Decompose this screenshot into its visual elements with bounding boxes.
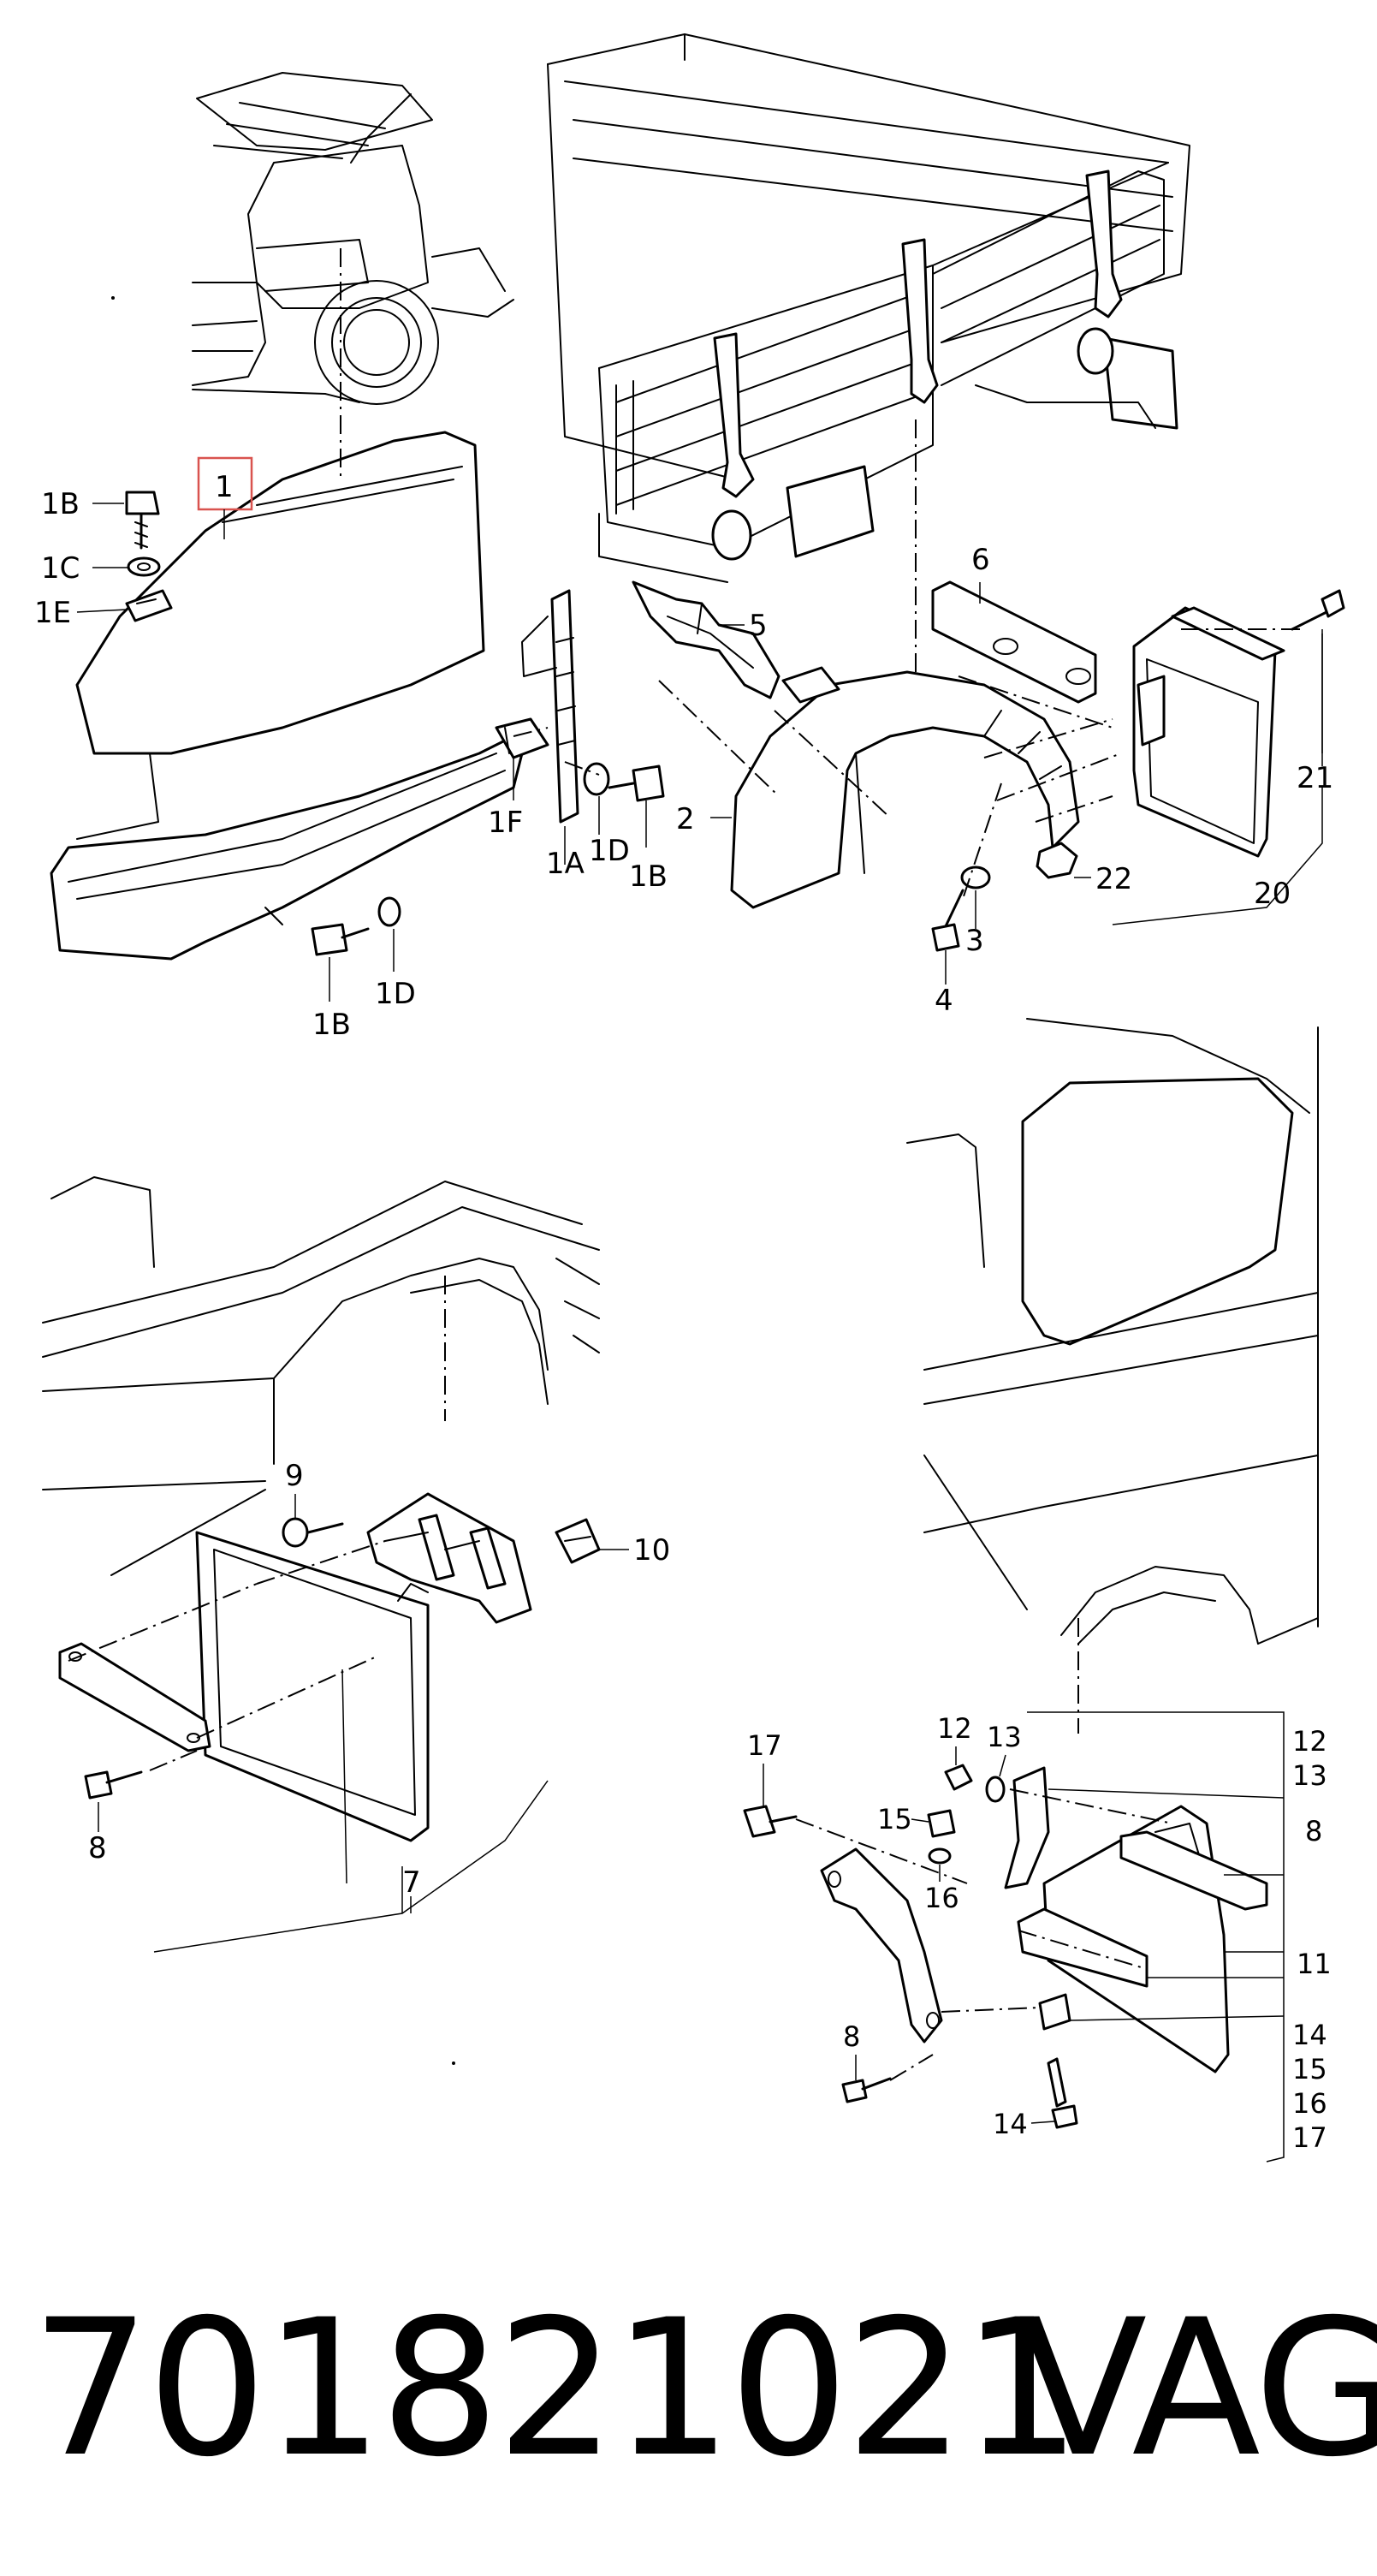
washer-1D-lower [377, 896, 401, 927]
washer-13 [985, 1776, 1006, 1803]
clip-10 [555, 1518, 601, 1564]
front-panel-part-1 [50, 431, 524, 961]
washer-1C [127, 556, 161, 577]
callout-10: 10 [633, 1533, 670, 1568]
bolt-1B-bottom [311, 923, 370, 956]
bolt-1B-top [125, 491, 160, 550]
callout-9: 9 [285, 1459, 304, 1493]
callout-14-right: 14 [1292, 2019, 1327, 2051]
bolt-4 [931, 889, 964, 952]
screw-9 [282, 1517, 344, 1548]
bolt-21 [1291, 589, 1345, 631]
part-number: 701821021 [31, 2279, 1082, 2498]
bolt-8-left [84, 1770, 143, 1800]
callout-17-left: 17 [747, 1729, 782, 1762]
panel-6 [931, 580, 1097, 704]
mud-flap-20 [1132, 606, 1285, 858]
clip-1E [125, 589, 173, 622]
callout-1B-top: 1B [41, 487, 80, 521]
bolt-1B-right [608, 764, 665, 802]
part-15 [927, 1809, 956, 1838]
callout-1F: 1F [488, 806, 523, 840]
brand-label: VAG [1018, 2279, 1377, 2498]
wheel-arch-2 [730, 666, 1080, 909]
bracket-5 [632, 580, 780, 699]
bolt-8-right [841, 2077, 892, 2103]
nut-22 [1036, 842, 1078, 879]
left-rear-body [42, 1176, 600, 1576]
bracket-17 [820, 1847, 943, 2044]
callout-16-right: 16 [1292, 2087, 1327, 2120]
part-1-highlight [197, 456, 253, 511]
bracket-13-right [1004, 1766, 1050, 1889]
callout-21: 21 [1297, 761, 1333, 795]
callout-15-left: 15 [877, 1803, 912, 1835]
callout-3: 3 [965, 924, 984, 958]
callout-2: 2 [676, 802, 695, 836]
callout-1B-bottom: 1B [312, 1008, 351, 1042]
clip-14 [1038, 1993, 1071, 2031]
callout-8-left: 8 [88, 1831, 107, 1865]
callout-8-right: 8 [843, 2020, 860, 2053]
part-16 [928, 1847, 952, 1865]
plate-right [1017, 1907, 1148, 1988]
front-vehicle-outline [192, 72, 514, 405]
callout-1E: 1E [34, 596, 71, 630]
callout-1: 1 [215, 470, 234, 504]
nut-12 [944, 1764, 973, 1791]
callout-17-right: 17 [1292, 2121, 1327, 2154]
callout-22: 22 [1095, 862, 1132, 896]
callout-6: 6 [971, 543, 990, 577]
strip-8-right [1119, 1830, 1268, 1911]
washer-1D-upper [583, 762, 610, 796]
callout-15-right: 15 [1292, 2053, 1327, 2085]
pickup-bed-outline [547, 33, 1190, 583]
callout-16-left: 16 [924, 1882, 959, 1914]
callout-4: 4 [935, 984, 953, 1018]
callout-12-left: 12 [937, 1712, 972, 1745]
callout-7: 7 [402, 1865, 421, 1900]
callout-11-right: 11 [1297, 1948, 1332, 1980]
mudflap-bracket-upper [366, 1492, 532, 1624]
callout-1D-upper: 1D [589, 834, 630, 868]
leader-lines [76, 503, 1323, 2124]
callout-13-right: 13 [1292, 1759, 1327, 1792]
callout-1A: 1A [546, 847, 585, 881]
bracket-1A [521, 589, 579, 824]
callout-13-left: 13 [987, 1721, 1022, 1753]
clip-1F [495, 717, 549, 759]
washer-3 [960, 866, 991, 889]
callout-8-right-list: 8 [1305, 1815, 1322, 1847]
bolt-14 [1047, 2057, 1078, 2129]
strip-8-left [58, 1642, 211, 1752]
callout-20: 20 [1254, 877, 1291, 911]
callout-12-right: 12 [1292, 1725, 1327, 1758]
bolt-17 [743, 1805, 798, 1838]
callout-1D-lower: 1D [375, 977, 416, 1011]
right-rear-van-body [906, 1018, 1319, 1645]
callout-1B-right: 1B [629, 860, 668, 894]
callout-1C: 1C [41, 551, 80, 586]
callout-14-left: 14 [993, 2108, 1028, 2140]
callout-5: 5 [749, 609, 768, 643]
